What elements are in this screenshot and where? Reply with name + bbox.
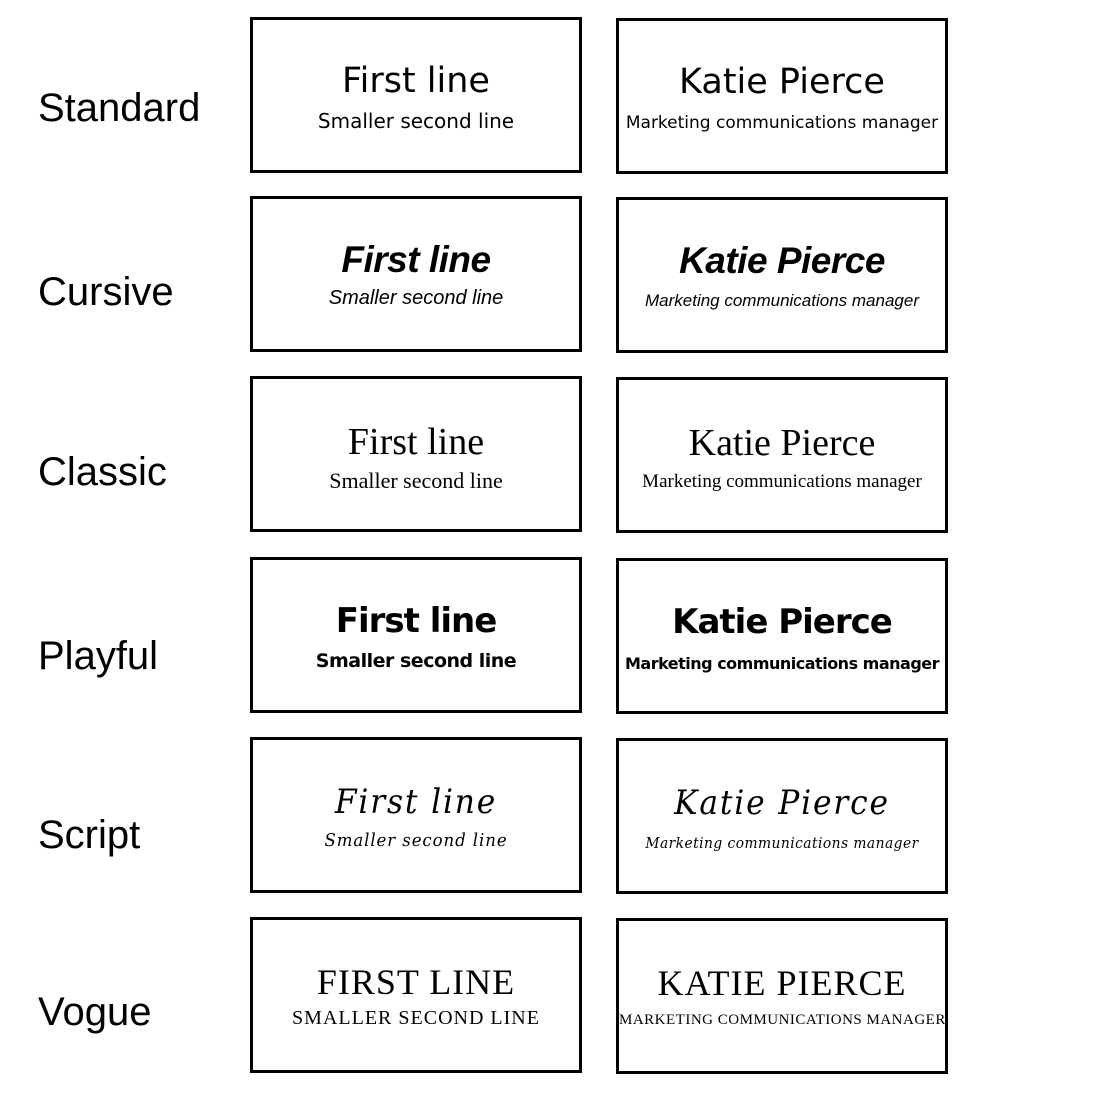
plate-second-line: Smaller second line (317, 109, 515, 133)
plate-second-line: Marketing communications manager (645, 834, 919, 852)
example-plate-classic[interactable]: Katie Pierce Marketing communications ma… (616, 377, 948, 533)
plate-second-line: Marketing communications manager (642, 471, 922, 492)
example-plate-script[interactable]: Katie Pierce Marketing communications ma… (616, 738, 948, 894)
style-label-cursive: Cursive (38, 270, 174, 314)
example-plate-vogue[interactable]: Katie Pierce Marketing communications ma… (616, 918, 948, 1074)
plate-first-line: Katie Pierce (674, 783, 890, 823)
style-label-playful: Playful (38, 634, 159, 678)
plate-first-line: First line (341, 239, 491, 280)
plate-second-line: Marketing communications manager (619, 1012, 946, 1028)
example-plate-standard[interactable]: Katie Pierce Marketing communications ma… (616, 18, 948, 174)
sample-plate-vogue[interactable]: First line Smaller second line (250, 917, 582, 1073)
plate-first-line: First line (342, 61, 490, 101)
plate-second-line: Marketing communications manager (624, 654, 940, 673)
style-label-classic: Classic (38, 450, 167, 494)
example-plate-cursive[interactable]: Katie Pierce Marketing communications ma… (616, 197, 948, 353)
plate-second-line: Smaller second line (315, 650, 517, 672)
plate-first-line: Katie Pierce (688, 422, 876, 464)
style-label-standard: Standard (38, 86, 201, 130)
sample-plate-script[interactable]: First line Smaller second line (250, 737, 582, 893)
plate-second-line: Smaller second line (328, 287, 504, 309)
example-plate-playful[interactable]: Katie Pierce Marketing communications ma… (616, 558, 948, 714)
plate-first-line: First line (334, 782, 498, 822)
sample-plate-playful[interactable]: First line Smaller second line (250, 557, 582, 713)
plate-second-line: Smaller second line (324, 830, 508, 851)
sample-plate-standard[interactable]: First line Smaller second line (250, 17, 582, 173)
sample-plate-classic[interactable]: First line Smaller second line (250, 376, 582, 532)
plate-first-line: First line (316, 962, 516, 1002)
plate-first-line: First line (335, 601, 498, 641)
plate-first-line: Katie Pierce (672, 602, 893, 642)
plate-second-line: Marketing communications manager (644, 291, 919, 310)
plate-first-line: Katie Pierce (679, 62, 885, 102)
plate-second-line: Smaller second line (329, 468, 503, 493)
plate-second-line: Marketing communications manager (625, 113, 939, 133)
sample-plate-cursive[interactable]: First line Smaller second line (250, 196, 582, 352)
style-label-vogue: Vogue (38, 990, 152, 1034)
plate-first-line: First line (347, 421, 485, 463)
style-label-script: Script (38, 813, 141, 857)
plate-first-line: Katie Pierce (679, 240, 885, 281)
plate-first-line: Katie Pierce (657, 963, 907, 1003)
plate-second-line: Smaller second line (292, 1007, 540, 1029)
